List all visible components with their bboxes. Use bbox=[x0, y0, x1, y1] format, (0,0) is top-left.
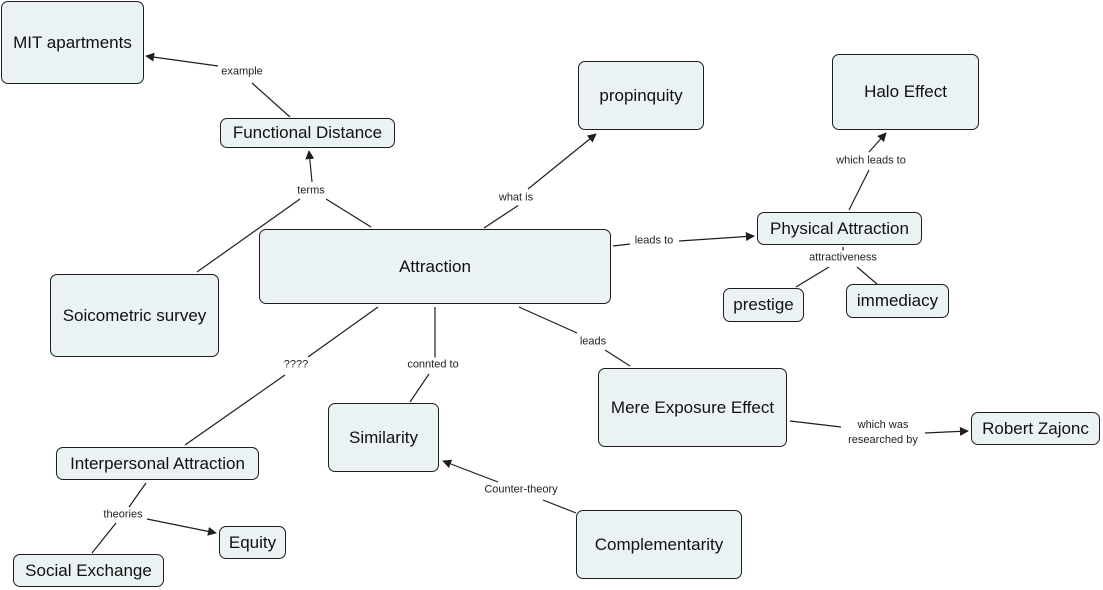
connector-arrow-example bbox=[145, 52, 219, 67]
connector-line-leads bbox=[604, 349, 631, 367]
concept-node-mere[interactable]: Mere Exposure Effect bbox=[598, 368, 787, 447]
link-label-unknown[interactable]: ???? bbox=[281, 357, 311, 373]
connector-arrow-which-leads-to bbox=[868, 132, 887, 153]
connector-line-example bbox=[251, 82, 291, 118]
link-label-terms[interactable]: terms bbox=[295, 183, 327, 199]
concept-node-label: Equity bbox=[228, 532, 277, 552]
concept-node-functional[interactable]: Functional Distance bbox=[220, 118, 395, 148]
connector-line-connted-to bbox=[409, 373, 430, 403]
link-label-connted-to[interactable]: connted to bbox=[405, 357, 461, 373]
concept-node-interpersonal[interactable]: Interpersonal Attraction bbox=[56, 447, 259, 480]
link-label-leads[interactable]: leads bbox=[577, 334, 609, 350]
concept-node-label: Complementarity bbox=[594, 534, 724, 554]
concept-node-label: Attraction bbox=[399, 256, 471, 276]
connector-arrow-theories bbox=[146, 518, 217, 536]
connector-line-counter-theory bbox=[542, 499, 577, 514]
concept-node-label: Social Exchange bbox=[25, 560, 152, 580]
concept-node-zajonc[interactable]: Robert Zajonc bbox=[971, 412, 1100, 445]
connector-line-attractiveness bbox=[856, 266, 878, 285]
connector-line-unknown bbox=[184, 374, 286, 446]
connector-arrow-terms bbox=[305, 150, 315, 183]
concept-node-label: Interpersonal Attraction bbox=[70, 453, 245, 473]
concept-node-label: Soicometric survey bbox=[62, 305, 207, 325]
link-label-which-leads-to[interactable]: which leads to bbox=[834, 153, 908, 169]
connector-arrow-leads-to bbox=[678, 232, 755, 242]
link-label-counter-theory[interactable]: Counter-theory bbox=[482, 482, 560, 498]
concept-node-label: Physical Attraction bbox=[770, 218, 909, 238]
connector-line-leads-to bbox=[612, 243, 631, 247]
concept-node-equity[interactable]: Equity bbox=[219, 526, 286, 559]
connector-arrow-what-is bbox=[527, 133, 597, 190]
concept-node-mit[interactable]: MIT apartments bbox=[1, 1, 144, 84]
link-label-attractiveness[interactable]: attractiveness bbox=[807, 250, 879, 266]
concept-node-halo[interactable]: Halo Effect bbox=[832, 54, 979, 130]
connector-line-leads bbox=[518, 306, 578, 334]
concept-node-prestige[interactable]: prestige bbox=[723, 288, 804, 322]
concept-node-label: immediacy bbox=[856, 291, 939, 310]
concept-node-complementarity[interactable]: Complementarity bbox=[576, 510, 742, 579]
connector-line-attractiveness bbox=[795, 266, 830, 288]
concept-node-label: Halo Effect bbox=[864, 82, 947, 101]
concept-node-label: Robert Zajonc bbox=[982, 418, 1089, 438]
concept-node-label: Mere Exposure Effect bbox=[610, 397, 775, 417]
concept-node-immediacy[interactable]: immediacy bbox=[846, 284, 949, 318]
link-label-example[interactable]: example bbox=[219, 64, 265, 80]
connector-line-which-leads-to bbox=[848, 169, 870, 211]
concept-node-similarity[interactable]: Similarity bbox=[328, 403, 439, 472]
connector-arrow-researched bbox=[924, 426, 969, 436]
connector-arrow-counter-theory bbox=[442, 459, 499, 483]
concept-node-soicometric[interactable]: Soicometric survey bbox=[50, 274, 219, 357]
concept-node-label: Functional Distance bbox=[232, 123, 383, 142]
connector-line-theories bbox=[128, 482, 147, 508]
connector-line-theories bbox=[91, 522, 117, 554]
concept-node-label: propinquity bbox=[599, 85, 683, 105]
concept-node-label: MIT apartments bbox=[13, 32, 132, 52]
connector-line-researched bbox=[789, 420, 842, 428]
concept-node-attraction[interactable]: Attraction bbox=[259, 229, 611, 304]
link-label-theories[interactable]: theories bbox=[101, 507, 145, 523]
concept-node-propinquity[interactable]: propinquity bbox=[578, 61, 704, 130]
concept-node-social[interactable]: Social Exchange bbox=[13, 554, 164, 587]
link-label-what-is[interactable]: what is bbox=[496, 190, 536, 206]
connector-line-unknown bbox=[307, 306, 379, 358]
concept-node-label: prestige bbox=[733, 295, 794, 314]
concept-node-label: Similarity bbox=[349, 427, 418, 447]
link-label-leads-to[interactable]: leads to bbox=[632, 233, 676, 249]
connector-line-terms bbox=[325, 198, 372, 228]
connector-line-terms bbox=[196, 198, 301, 273]
concept-node-physical[interactable]: Physical Attraction bbox=[757, 212, 922, 245]
